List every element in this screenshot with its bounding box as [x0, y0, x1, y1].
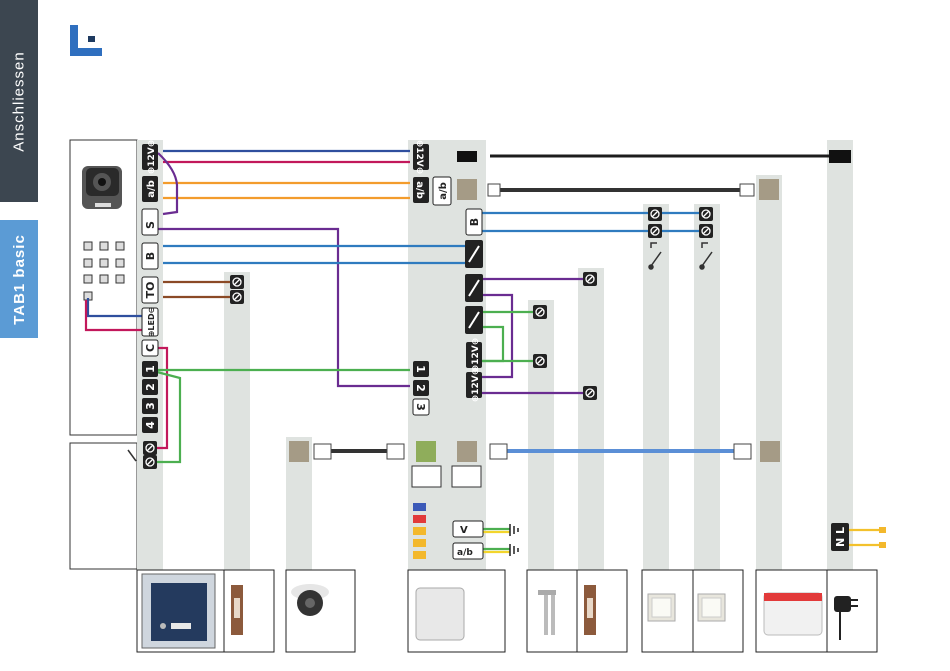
hub-port-black	[457, 151, 477, 162]
terminal-screw-icon	[533, 305, 547, 319]
indoor-panel-terminals: ⊕12V⊖ a/b S B TO ⊕LED⊖ C 1 2 3 4	[142, 140, 158, 433]
keypad-key	[100, 259, 108, 267]
mains-label: N L	[834, 527, 847, 547]
ground-icon	[510, 524, 518, 556]
hub-right-label-b: B	[468, 218, 481, 226]
hub-label-ab: a/b	[414, 181, 425, 199]
terminal-screw-icon	[583, 386, 597, 400]
hub-label-2: 2	[414, 384, 427, 392]
router-icon	[764, 593, 822, 635]
keypad-key	[116, 259, 124, 267]
keypad-key	[100, 275, 108, 283]
terminal-label-3: 3	[144, 402, 157, 410]
terminal-screw-icon	[699, 224, 713, 238]
mains-pin	[879, 527, 886, 533]
terminal-label-4: 4	[144, 421, 157, 429]
terminal-screw-icon	[143, 455, 157, 469]
terminal-label-12v: ⊕12V⊖	[147, 140, 157, 175]
power-adapter-icon	[834, 596, 858, 640]
hub-label-12v: ⊕12V⊖	[414, 140, 424, 175]
hub-ab-button-label: a/b	[438, 182, 449, 200]
hub-right-label-12v-b: ⊕12V⊖	[471, 368, 481, 403]
terminal-rails	[137, 140, 853, 570]
keypad-key	[116, 242, 124, 250]
terminal-label-to: TO	[144, 282, 157, 299]
terminal-screw-icon	[143, 441, 157, 455]
terminal-screw-icon	[583, 272, 597, 286]
terminal-label-c: C	[144, 344, 157, 352]
camera-module	[82, 166, 122, 209]
keypad-key	[100, 242, 108, 250]
button-box	[70, 443, 137, 569]
power-label-v: V	[460, 525, 468, 536]
brand-logo-icon	[70, 25, 102, 56]
terminal-label-ab: a/b	[146, 180, 157, 198]
hub-port-tan	[457, 179, 477, 200]
keypad-key	[84, 275, 92, 283]
terminal-label-2: 2	[144, 383, 157, 391]
terminal-screw-icon	[648, 224, 662, 238]
terminal-label-led: ⊕LED⊖	[147, 307, 156, 338]
keypad-grid	[84, 242, 124, 300]
terminal-screw-icon	[648, 207, 662, 221]
door-opener-icon	[231, 585, 243, 635]
terminal-screw-icon	[533, 354, 547, 368]
terminal-screw-icon	[230, 275, 244, 289]
hub-label-1: 1	[414, 365, 427, 373]
light-switch-icon	[698, 594, 725, 621]
power-label-ab: a/b	[457, 548, 473, 558]
gong-bell-icon	[538, 590, 556, 635]
terminal-label-b: B	[144, 252, 157, 260]
door-opener-icon	[584, 585, 596, 635]
keypad-key	[84, 259, 92, 267]
hub-right-label-12v-a: ⊕12V⊖	[471, 338, 481, 373]
doorbell-panel-icon	[142, 574, 215, 648]
hub-blank-port-2	[452, 466, 481, 487]
terminal-label-s: S	[144, 221, 157, 229]
mains-pin	[879, 542, 886, 548]
terminal-label-1: 1	[144, 365, 157, 373]
hub-label-3: 3	[414, 403, 427, 411]
mains-terminal: N L	[831, 523, 849, 551]
camera-icon	[291, 584, 329, 616]
keypad-key	[116, 275, 124, 283]
keypad-key	[84, 242, 92, 250]
control-box-icon	[416, 588, 464, 640]
relay-switch-icons	[465, 240, 483, 334]
light-switch-icon	[648, 594, 675, 621]
terminal-screw-icon	[230, 290, 244, 304]
terminal-screw-icon	[699, 207, 713, 221]
hub-blank-port-1	[412, 466, 441, 487]
